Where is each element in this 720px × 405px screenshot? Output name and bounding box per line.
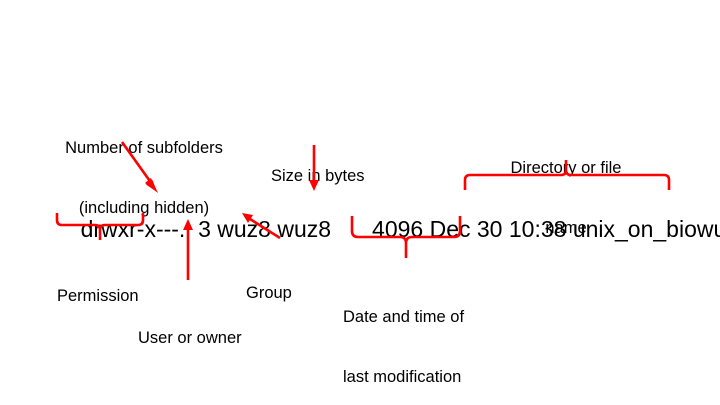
annotation-permission: Permission [57, 246, 139, 346]
annotation-modified-line1: Date and time of [343, 308, 465, 326]
annotation-subfolders: Number of subfolders (including hidden) [44, 98, 244, 258]
annotation-name-line1: Directory or file [510, 159, 622, 177]
annotation-size-line1: Size in bytes [271, 167, 365, 185]
annotation-owner: User or owner [138, 288, 242, 388]
annotation-subfolders-line2: (including hidden) [78, 199, 210, 217]
annotation-size: Size in bytes [271, 126, 365, 226]
annotation-subfolders-line1: Number of subfolders [65, 139, 223, 157]
annotation-permission-line1: Permission [57, 287, 139, 305]
annotation-group-line1: Group [246, 284, 292, 302]
annotation-name-line2: name [545, 219, 587, 237]
annotation-group: Group [246, 243, 292, 343]
annotation-owner-line1: User or owner [138, 329, 242, 347]
annotation-modified-line2: last modification [343, 368, 462, 386]
annotation-modified: Date and time of last modification [343, 267, 464, 405]
annotation-name: Directory or file name [487, 118, 645, 278]
